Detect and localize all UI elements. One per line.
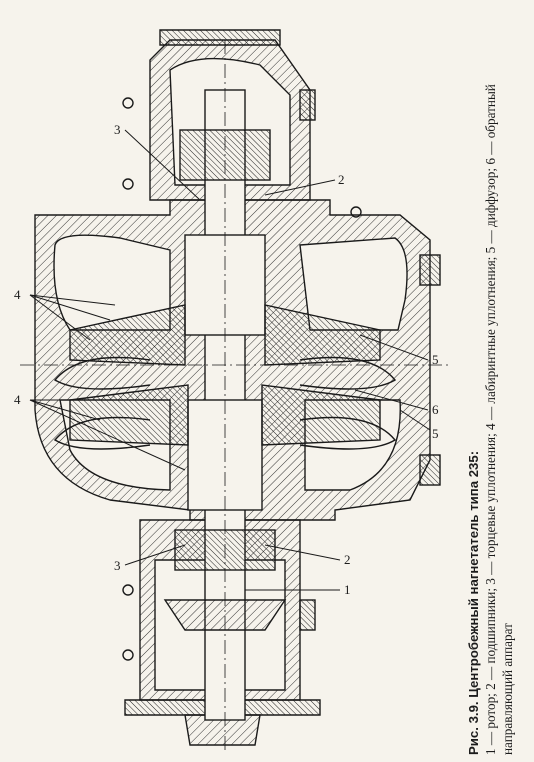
callout-6: 6	[432, 402, 439, 417]
callout-2-top: 2	[338, 172, 345, 187]
thrust-bearing	[163, 599, 287, 631]
top-cap	[159, 29, 281, 46]
figure-caption: Рис. 3.9. Центробежный нагнетатель типа …	[465, 20, 529, 755]
callout-5-upper: 5	[432, 352, 439, 367]
callout-3-top: 3	[114, 122, 121, 137]
impeller-1r	[264, 304, 381, 366]
callout-5-lower: 5	[432, 426, 439, 441]
callout-3-bottom: 3	[114, 558, 121, 573]
callout-2-bottom: 2	[344, 552, 351, 567]
impeller-1	[69, 304, 186, 366]
upper-volute-right	[299, 237, 408, 331]
caption-body: 1 — ротор; 2 — подшипники; 3 — торцевые …	[483, 84, 515, 755]
callout-4-lower: 4	[14, 392, 21, 407]
impeller-2r	[261, 384, 381, 446]
caption-title: Рис. 3.9. Центробежный нагнетатель типа …	[466, 450, 481, 755]
callout-4-upper: 4	[14, 287, 21, 302]
top-bearing	[179, 129, 271, 181]
bottom-bearing	[174, 529, 276, 571]
callout-1: 1	[344, 582, 351, 597]
